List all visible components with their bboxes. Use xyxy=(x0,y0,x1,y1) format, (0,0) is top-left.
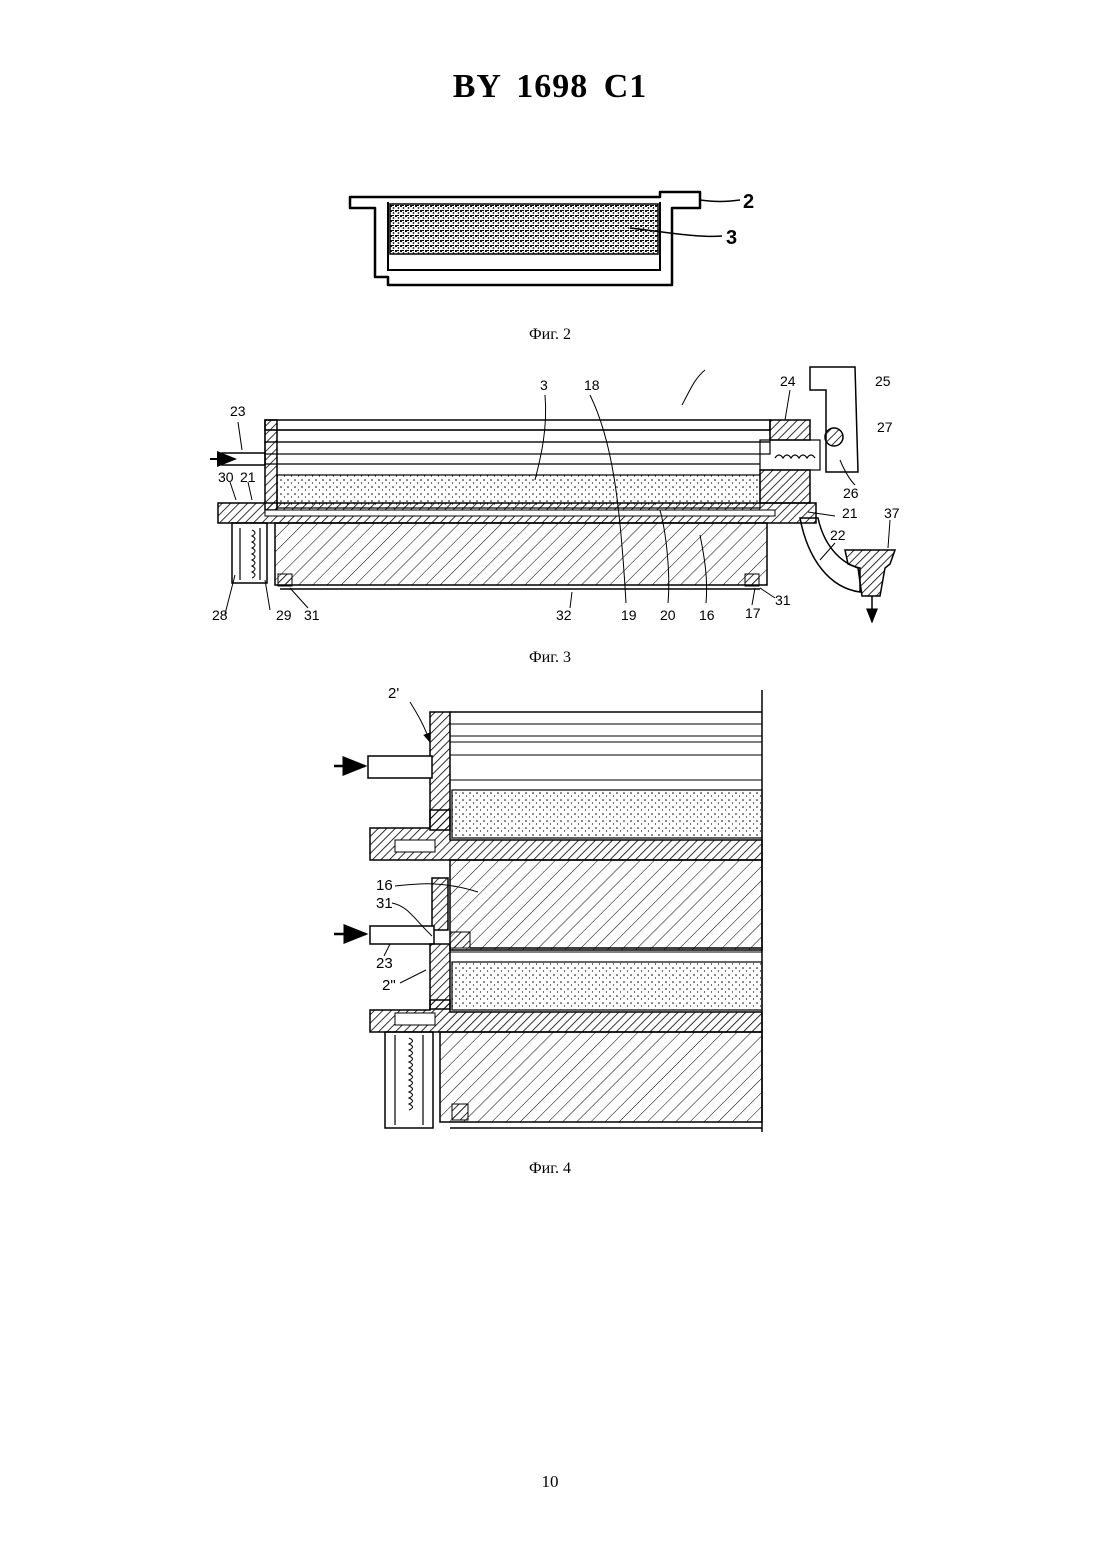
figure-3-caption: Фиг. 3 xyxy=(0,649,1100,667)
figure-3-label: 26 xyxy=(843,485,859,501)
figure-4-label: 2' xyxy=(388,685,399,702)
figure-3-label: 21 xyxy=(240,469,256,485)
document-title: BY 1698 C1 xyxy=(0,68,1100,106)
page-number: 10 xyxy=(0,1472,1100,1492)
filter-material xyxy=(390,204,658,254)
figure-3-label: 3 xyxy=(540,377,548,393)
figure-3-label: 2 xyxy=(728,360,736,363)
figure-3-label: 21 xyxy=(842,505,858,521)
figure-3-label: 29 xyxy=(276,607,292,623)
figure-2-label-2: 2 xyxy=(743,191,754,213)
figure-3-drawing: 2 3 18 23 24 25 27 26 21 30 21 22 37 28 … xyxy=(0,360,1100,640)
figure-4-label: 16 xyxy=(376,877,393,894)
figure-3-label: 37 xyxy=(884,505,900,521)
figure-2-label-3: 3 xyxy=(726,227,737,249)
figure-3-label: 17 xyxy=(745,605,761,621)
figure-2-caption: Фиг. 2 xyxy=(0,326,1100,344)
figure-3-label: 16 xyxy=(699,607,715,623)
figure-3-label: 23 xyxy=(230,403,246,419)
figure-4-label: 23 xyxy=(376,955,393,972)
figure-3-label: 18 xyxy=(584,377,600,393)
figure-2-drawing: 2 3 xyxy=(0,180,1100,310)
figure-4-label: 31 xyxy=(376,895,393,912)
figure-3-label: 31 xyxy=(304,607,320,623)
figure-3-label: 24 xyxy=(780,373,796,389)
figure-3-label: 27 xyxy=(877,419,893,435)
figure-3-label: 19 xyxy=(621,607,637,623)
figure-3-label: 32 xyxy=(556,607,572,623)
figure-4-caption: Фиг. 4 xyxy=(0,1160,1100,1178)
figure-4-label: 2" xyxy=(382,977,396,994)
figure-3-label: 25 xyxy=(875,373,891,389)
figure-4-drawing: 2' 16 31 23 2" xyxy=(0,680,1100,1150)
figure-3-label: 22 xyxy=(830,527,846,543)
figure-3-label: 20 xyxy=(660,607,676,623)
figure-3-label: 28 xyxy=(212,607,228,623)
figure-3-label: 30 xyxy=(218,469,234,485)
figure-3-label: 31 xyxy=(775,592,791,608)
